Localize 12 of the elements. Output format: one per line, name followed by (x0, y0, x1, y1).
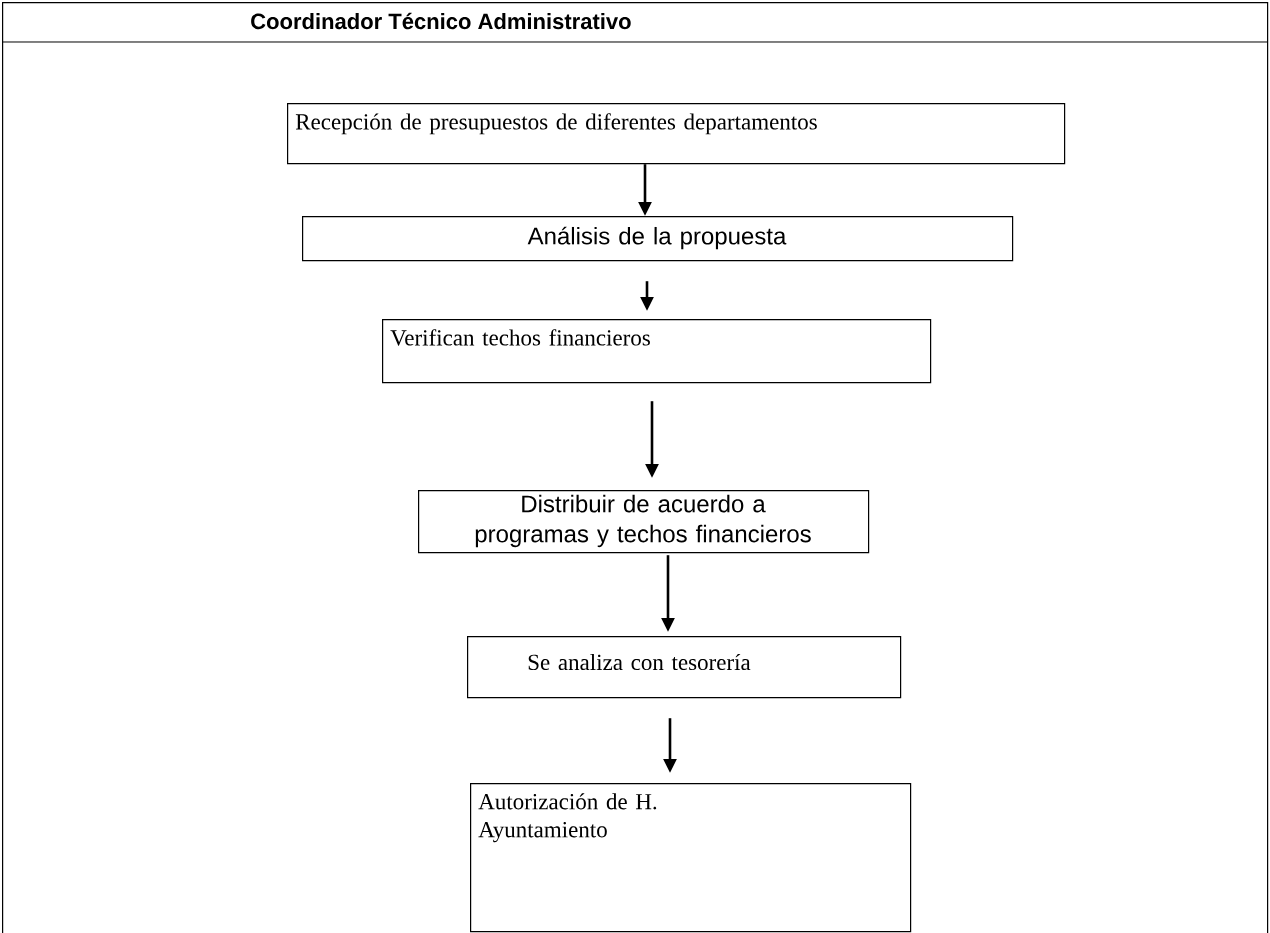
box-text: Verifican techos financieros (390, 329, 650, 346)
process-box (470, 783, 912, 933)
process-box (418, 490, 870, 554)
process-box (287, 103, 1066, 165)
process-box (382, 319, 932, 384)
process-box (302, 216, 1014, 262)
process-box (467, 636, 902, 699)
box-text: Recepción de presupuestos de diferentes departamentos (295, 113, 817, 135)
box-text: Análisis de la propuesta (527, 226, 787, 250)
box-text: Se analiza con tesorería (528, 653, 751, 671)
box-text: Distribuir de acuerdo a programas y techos financieros (475, 494, 811, 548)
box-text: Autorización de H. Ayuntamiento (478, 793, 657, 843)
